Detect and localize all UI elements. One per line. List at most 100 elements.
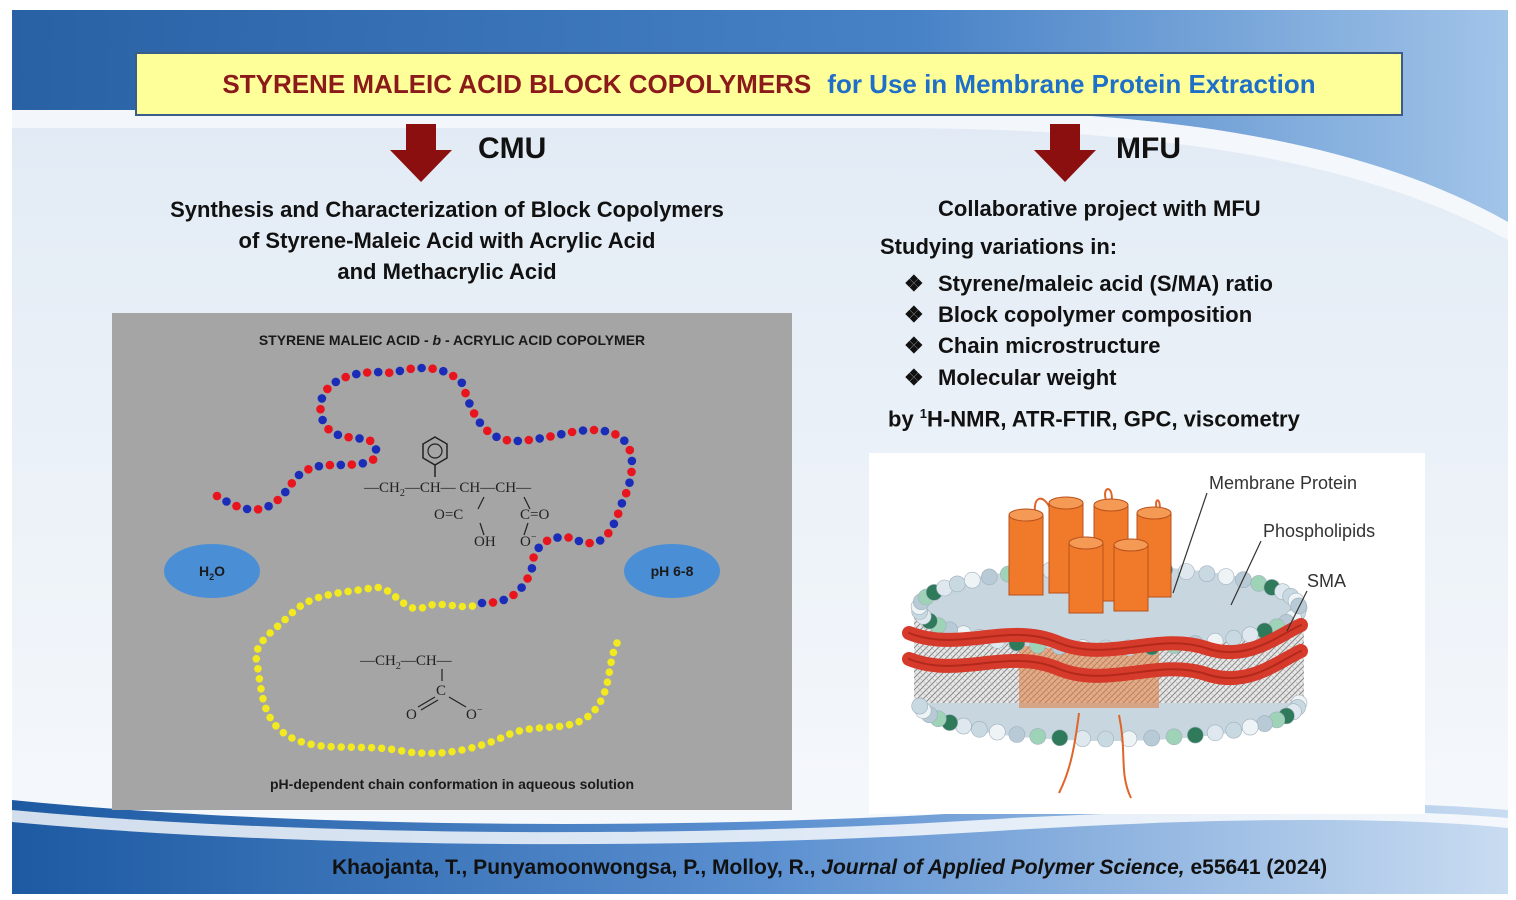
- svg-text:O: O: [406, 707, 417, 723]
- chain-bead: [499, 595, 509, 605]
- chain-bead: [318, 415, 327, 425]
- chain-bead: [488, 598, 498, 607]
- chain-bead: [600, 426, 610, 436]
- chain-bead: [317, 394, 327, 403]
- phospholipid-head: [1143, 729, 1161, 747]
- chain-bead: [272, 722, 280, 730]
- chain-bead: [254, 645, 262, 653]
- chain-bead: [428, 364, 437, 373]
- chain-bead: [461, 388, 470, 398]
- chain-bead: [242, 504, 252, 514]
- phospholipid-head: [1165, 728, 1183, 746]
- chain-bead: [368, 455, 378, 464]
- chain-bead: [399, 599, 408, 607]
- sma-belt: [902, 618, 1308, 686]
- chain-bead: [333, 430, 343, 440]
- chain-bead: [564, 533, 573, 542]
- chain-bead: [492, 432, 501, 442]
- chain-bead: [355, 434, 364, 443]
- chain-bead: [448, 601, 457, 610]
- mfu-line-collab: Collaborative project with MFU: [938, 196, 1261, 221]
- bullet-item: ❖Chain microstructure: [904, 333, 1161, 359]
- chain-bead: [384, 368, 394, 377]
- protein-helix-top: [1136, 506, 1172, 520]
- water-bubble: [164, 544, 260, 598]
- svg-text:C=O: C=O: [520, 507, 549, 523]
- chain-bead: [458, 746, 466, 754]
- chain-bead: [288, 734, 296, 742]
- chain-bead: [496, 734, 505, 742]
- phospholipid-head: [989, 723, 1006, 741]
- phospholipid-head: [1225, 721, 1243, 739]
- chain-bead: [297, 738, 306, 746]
- phospholipid-head: [1198, 565, 1216, 582]
- chain-bead: [325, 460, 335, 470]
- chain-bead: [344, 432, 353, 442]
- chain-bead: [524, 435, 534, 445]
- phospholipid-head: [1008, 726, 1026, 743]
- phospholipid-head: [911, 697, 929, 715]
- chain-bead: [259, 636, 267, 645]
- protein-helix-top: [1048, 496, 1084, 510]
- phospholipid-head: [981, 568, 998, 586]
- down-arrow-icon-left: [390, 124, 452, 182]
- protein-helix-top: [1093, 498, 1129, 512]
- chain-bead: [347, 743, 356, 751]
- chain-bead: [578, 426, 588, 435]
- phospholipid-head: [1186, 726, 1204, 744]
- chain-bead: [324, 424, 333, 434]
- chain-bead: [212, 491, 222, 501]
- chain-bead: [553, 533, 562, 542]
- chain-bead: [273, 622, 282, 631]
- chain-bead: [232, 501, 241, 511]
- svg-text:O−: O−: [520, 532, 537, 550]
- label-phospholipids: Phospholipids: [1263, 521, 1375, 541]
- cmu-description-line: Synthesis and Characterization of Block …: [170, 197, 724, 222]
- chain-bead: [222, 497, 231, 506]
- chain-bead: [596, 697, 605, 705]
- nanodisc-figure: Membrane Protein Phospholipids SMA: [869, 453, 1425, 814]
- chain-bead: [259, 694, 267, 703]
- water-label: H2O: [199, 563, 225, 582]
- chain-bead: [574, 536, 584, 546]
- chain-bead: [373, 367, 383, 377]
- title-banner: STYRENE MALEIC ACID BLOCK COPOLYMERS for…: [135, 52, 1403, 116]
- chain-bead: [627, 467, 636, 477]
- chain-bead: [362, 368, 372, 377]
- bullet-text: Styrene/maleic acid (S/MA) ratio: [938, 271, 1273, 296]
- bullet-diamond-icon: ❖: [904, 333, 924, 358]
- chain-bead: [367, 743, 376, 752]
- chain-bead: [438, 600, 447, 609]
- chain-bead: [475, 418, 485, 427]
- chain-bead: [609, 519, 619, 529]
- ph-label: pH 6-8: [651, 563, 694, 579]
- chain-bead: [377, 744, 386, 753]
- label-sma: SMA: [1307, 571, 1346, 591]
- chain-bead: [357, 743, 366, 752]
- chain-bead: [262, 704, 270, 713]
- chain-bead: [418, 749, 426, 757]
- chain-bead: [627, 456, 637, 466]
- chain-bead: [305, 597, 313, 605]
- ph-bubble: [624, 544, 720, 598]
- chain-bead: [408, 604, 417, 612]
- figure-title: STYRENE MALEIC ACID - b - ACRYLIC ACID C…: [259, 332, 645, 348]
- chain-bead: [565, 720, 574, 729]
- chain-bead: [417, 363, 426, 373]
- chain-bead: [418, 604, 427, 612]
- chain-bead: [279, 728, 288, 737]
- chain-bead: [555, 722, 564, 731]
- chain-bead: [354, 586, 362, 594]
- phospholipid-head: [1290, 597, 1308, 615]
- mfu-line-studying: Studying variations in:: [880, 234, 1118, 259]
- citation: Khaojanta, T., Punyamoonwongsa, P., Moll…: [332, 856, 1328, 879]
- chain-bead: [344, 587, 352, 596]
- chain-bead: [314, 461, 324, 471]
- phospholipid-head: [955, 717, 972, 735]
- chain-bead: [281, 487, 290, 497]
- label-membrane-protein: Membrane Protein: [1209, 473, 1357, 493]
- phospholipid-head: [1256, 715, 1273, 732]
- copolymer-figure: STYRENE MALEIC ACID - b - ACRYLIC ACID C…: [112, 313, 792, 810]
- chain-bead: [620, 436, 629, 445]
- svg-text:O−: O−: [466, 705, 483, 723]
